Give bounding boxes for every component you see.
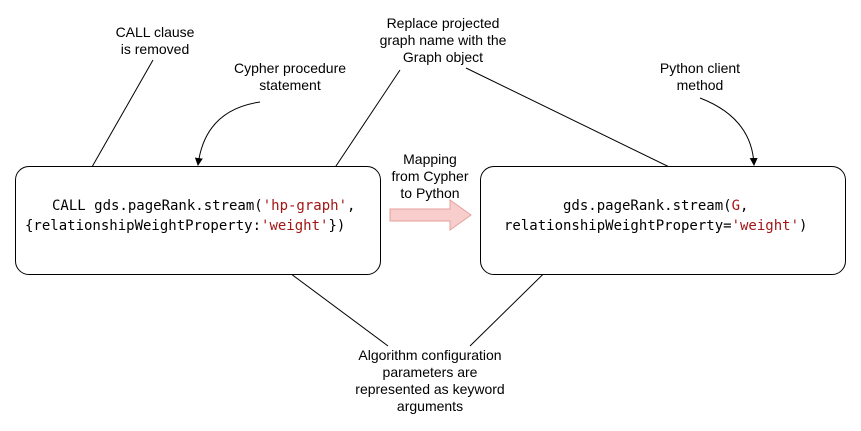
mapping-line: from Cypher (391, 168, 469, 184)
replace-graph-line: Graph object (402, 49, 484, 65)
python-code-box (480, 166, 846, 275)
cypher-code-line-2: {relationshipWeightProperty:'weight'}) (25, 216, 345, 236)
cypher-code-box (15, 166, 381, 275)
python-kw-value: 'weight' (731, 218, 800, 234)
python-comma: , (740, 198, 749, 214)
python-method-connector (699, 97, 758, 166)
algorithm-config-line: arguments (396, 398, 464, 414)
mapping-arrow-icon (389, 199, 472, 231)
algorithm-config-line: Algorithm configuration (358, 347, 502, 363)
mapping-line: to Python (400, 185, 460, 201)
cypher-graph-name: 'hp-graph' (262, 198, 348, 214)
algorithm-config-label: Algorithm configuration parameters are r… (340, 347, 520, 415)
cypher-statement-label: Cypher procedure statement (225, 60, 355, 94)
call-removed-line: CALL clause (115, 24, 195, 40)
cypher-call-text: CALL gds.pageRank.stream( (52, 198, 263, 214)
replace-graph-line: Replace projected (386, 15, 500, 31)
mapping-line: Mapping (403, 151, 457, 167)
call-removed-label: CALL clause is removed (110, 24, 200, 58)
cypher-config-value: 'weight' (261, 218, 329, 234)
python-method-line: Python client (659, 60, 741, 76)
replace-graph-line: graph name with the (379, 32, 507, 48)
cypher-comma: , (347, 198, 356, 214)
python-close: ) (799, 218, 808, 234)
replace-graph-label: Replace projected graph name with the Gr… (368, 15, 518, 66)
cypher-code-line-1: CALL gds.pageRank.stream('hp-graph', (52, 196, 355, 216)
python-code-line-1: gds.pageRank.stream(G, (563, 196, 748, 216)
call-removed-line: is removed (120, 41, 190, 57)
cypher-statement-line: Cypher procedure (233, 60, 347, 76)
cypher-config-close: }) (328, 218, 346, 234)
cypher-statement-connector (194, 101, 261, 166)
python-method-label: Python client method (640, 60, 760, 94)
python-call-text: gds.pageRank.stream( (563, 198, 732, 214)
python-method-line: method (676, 77, 724, 93)
cypher-config-key: {relationshipWeightProperty: (25, 218, 262, 234)
algorithm-config-line: parameters are (382, 364, 478, 380)
cypher-statement-line: statement (259, 77, 321, 93)
mapping-label: Mapping from Cypher to Python (380, 151, 480, 202)
python-code-line-2: relationshipWeightProperty='weight') (504, 216, 807, 236)
python-graph-object: G (731, 198, 741, 214)
python-kw-name: relationshipWeightProperty= (504, 218, 732, 234)
algorithm-config-line: represented as keyword (355, 381, 505, 397)
